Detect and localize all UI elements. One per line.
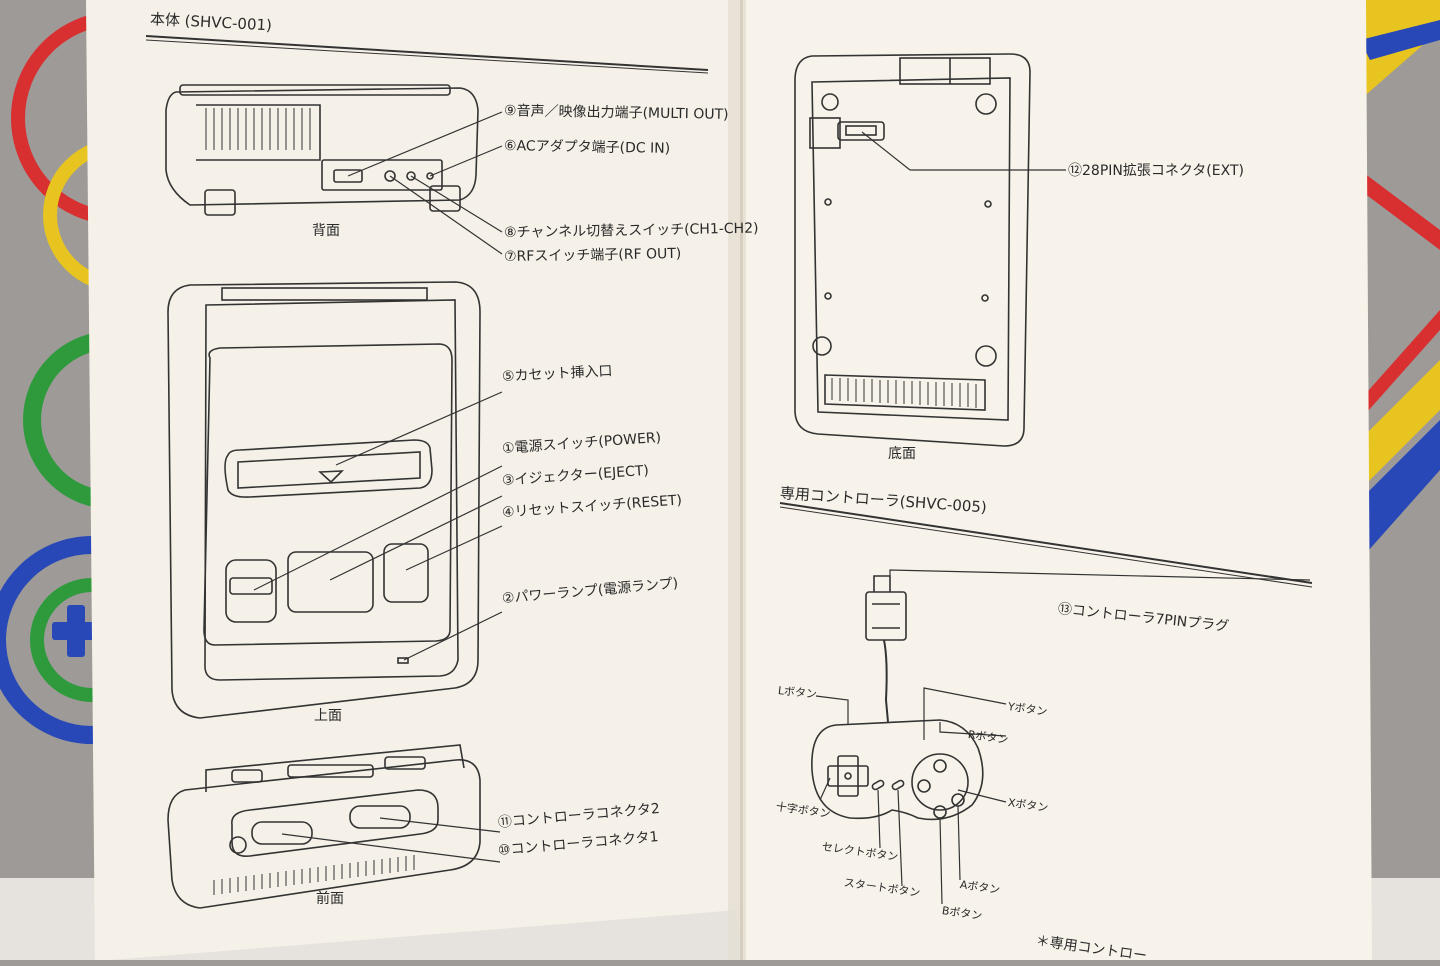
cross-icon (52, 605, 100, 657)
bottom-view-caption: 底面 (888, 446, 916, 462)
ext-connector-label: ⑫28PIN拡張コネクタ(EXT) (1068, 163, 1244, 179)
page-gutter (728, 0, 746, 960)
rf-out-label: ⑦RFスイッチ端子(RF OUT) (503, 245, 682, 265)
heading-rule (145, 35, 709, 71)
controller-heading-rule (779, 502, 1313, 584)
dc-in-label: ⑥ACアダプタ端子(DC IN) (503, 138, 671, 157)
left-page (86, 0, 748, 960)
right-stripe-decoration (1360, 0, 1440, 560)
controller-leader-lines (815, 569, 1311, 905)
controller-drawing (811, 575, 984, 821)
front-view-caption: 前面 (316, 891, 344, 907)
console-front-drawing (167, 744, 481, 909)
rear-view-caption: 背面 (312, 223, 340, 239)
front-leader-lines (281, 817, 501, 863)
console-bottom-drawing (794, 53, 1031, 447)
multi-out-label: ⑨音声／映像出力端子(MULTI OUT) (503, 103, 729, 123)
top-view-caption: 上面 (314, 708, 342, 724)
rear-leader-lines (347, 111, 503, 255)
top-leader-lines (253, 391, 503, 661)
console-rear-drawing (165, 84, 479, 216)
right-page (736, 0, 1372, 960)
